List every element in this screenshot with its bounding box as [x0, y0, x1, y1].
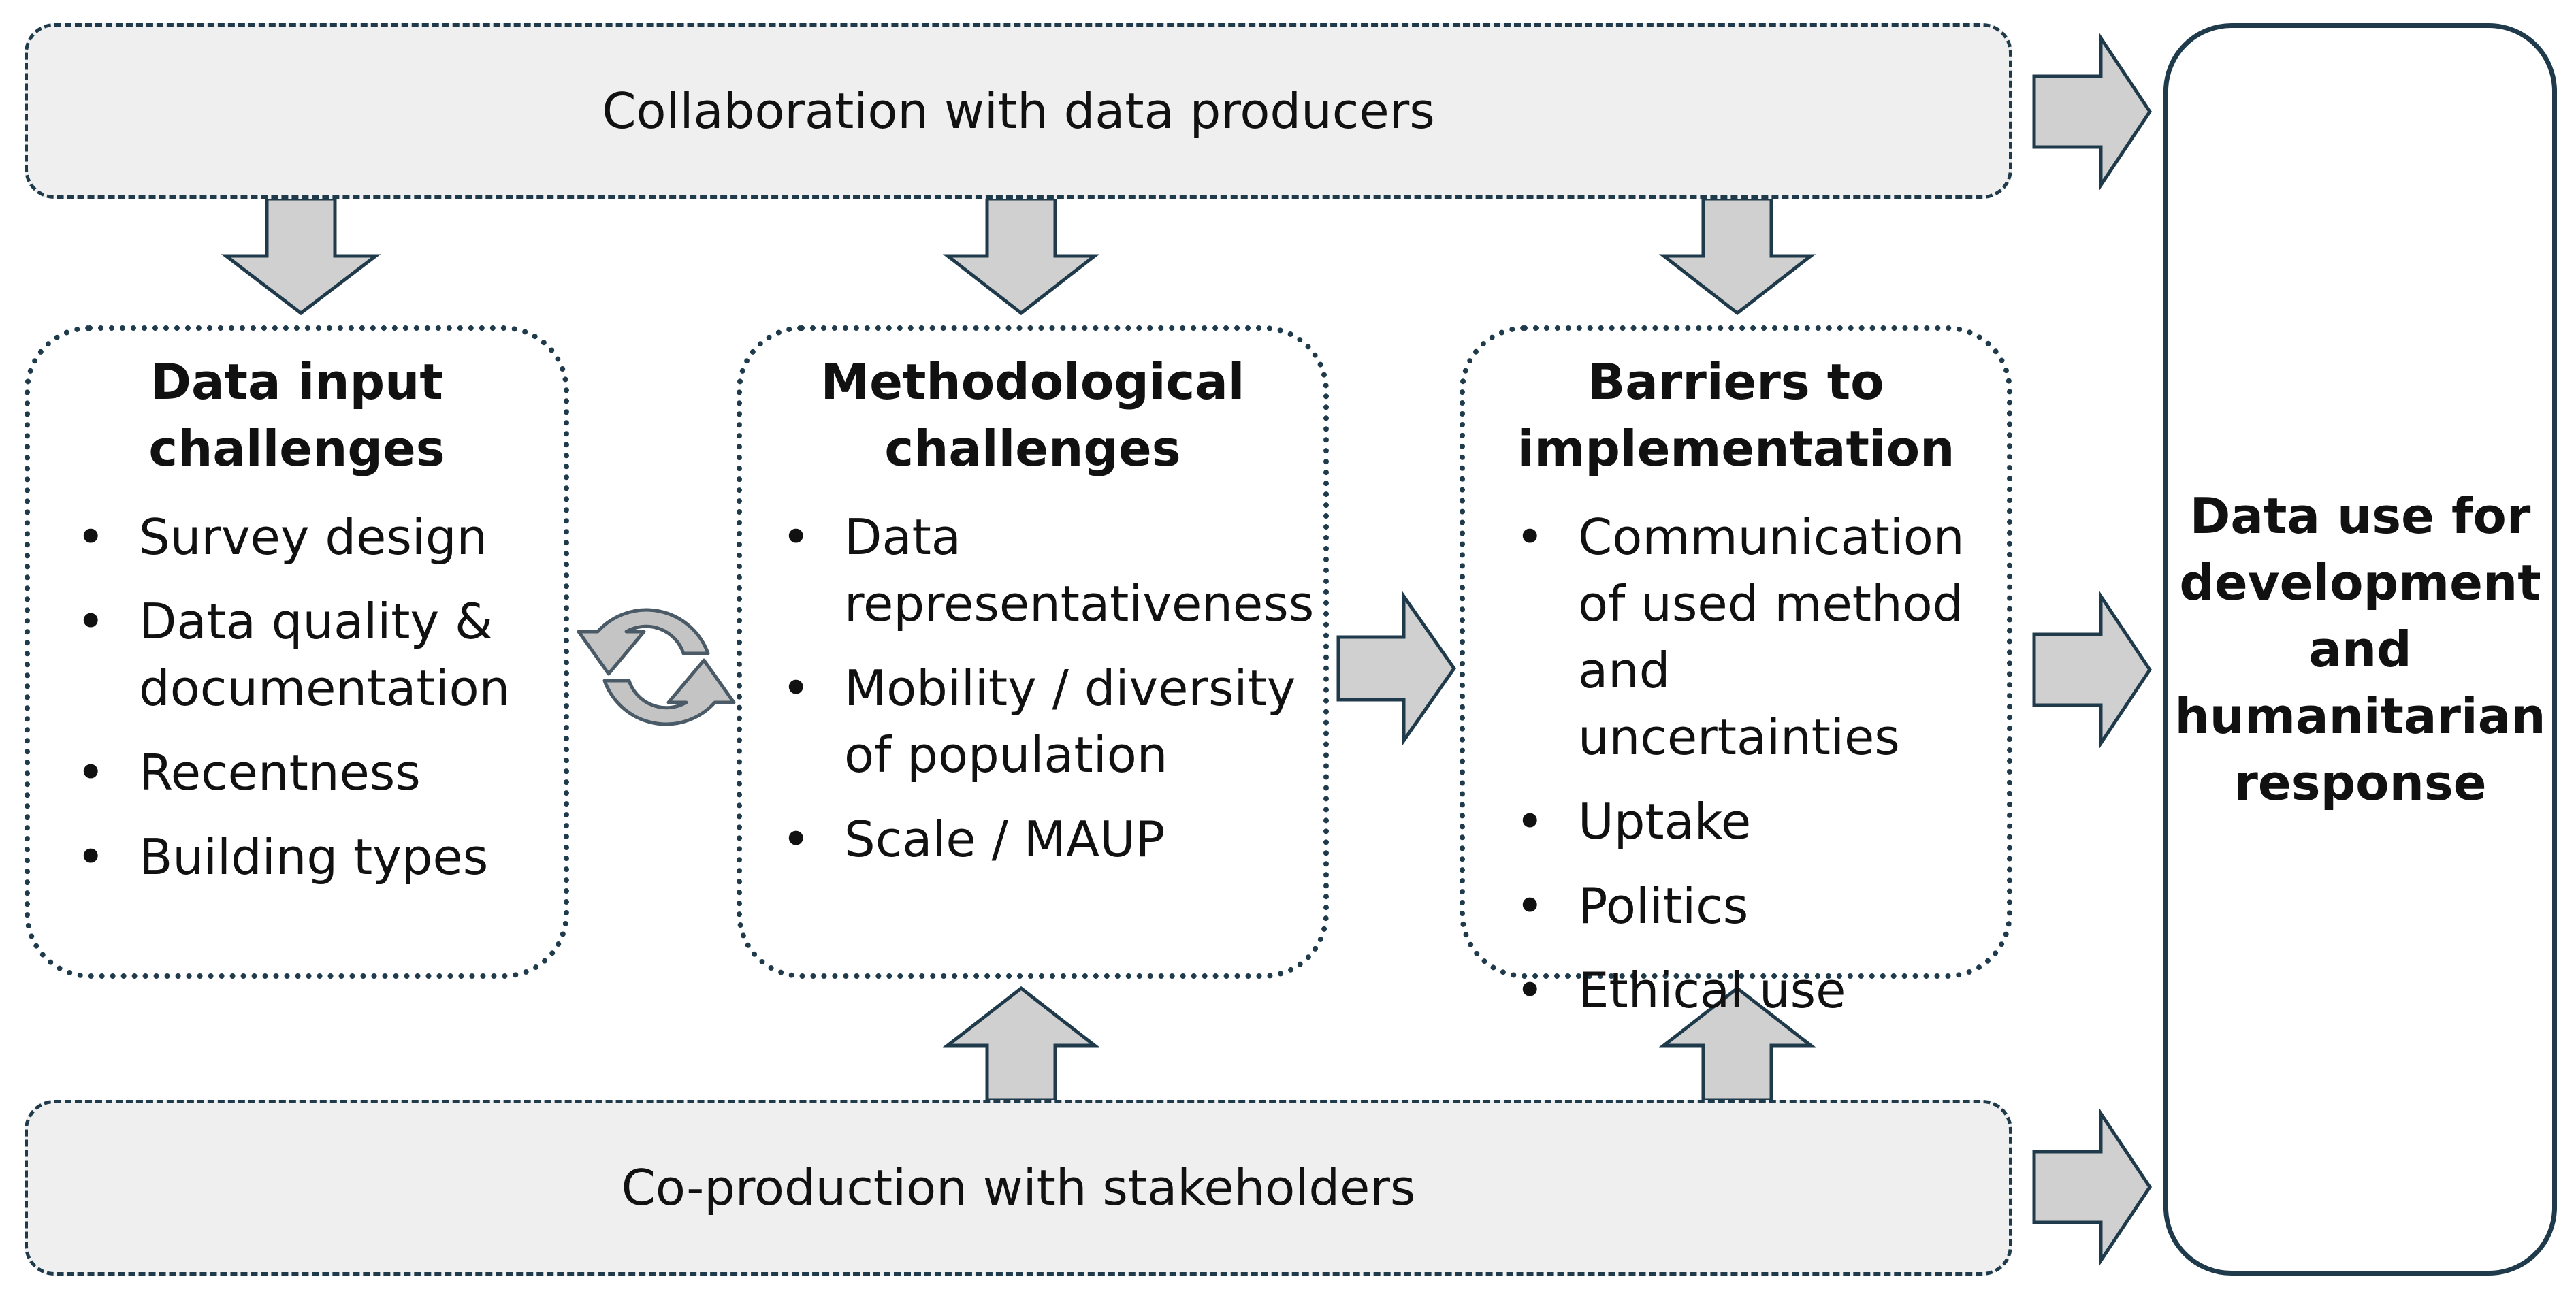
list-item: Recentness: [71, 739, 557, 806]
down-arrow-to-data-input: [221, 197, 381, 316]
collaboration-band-label: Collaboration with data producers: [602, 82, 1435, 140]
list-item: Building types: [71, 824, 557, 890]
barriers-to-implementation-panel: Barriers to implementation Communication…: [1460, 325, 2012, 1024]
down-arrow-to-barriers: [1658, 197, 1816, 316]
panel-title: Data input challenges: [148, 353, 445, 477]
list-item: Ethical use: [1510, 957, 2004, 1024]
list-item: Mobility / diversity of population: [776, 655, 1319, 788]
list-item: Survey design: [71, 504, 557, 570]
list-item: Communication of used method and uncerta…: [1510, 504, 2004, 770]
collaboration-band: Collaboration with data producers: [25, 23, 2012, 199]
panel-title: Barriers to implementation: [1517, 353, 1955, 477]
challenge-list: Data representativeness Mobility / diver…: [776, 504, 1319, 890]
coproduction-band: Co-production with stakeholders: [25, 1100, 2012, 1276]
list-item: Data quality & documentation: [71, 588, 557, 721]
panel-title: Methodological challenges: [820, 353, 1245, 477]
coproduction-band-label: Co-production with stakeholders: [621, 1159, 1416, 1216]
data-input-challenges-panel: Data input challenges Survey design Data…: [25, 325, 569, 979]
methodological-challenges-panel: Methodological challenges Data represent…: [737, 325, 1329, 979]
list-item: Politics: [1510, 873, 2004, 939]
down-arrow-to-methodological: [942, 197, 1100, 316]
right-arrow-methodological-to-barriers: [1336, 591, 1457, 746]
right-arrow-bottom-band-to-result: [2032, 1107, 2153, 1267]
cycle-lower-arc: [602, 658, 736, 726]
challenge-list: Communication of used method and uncerta…: [1510, 504, 2004, 1041]
up-arrow-to-methodological: [942, 986, 1100, 1102]
list-item: Uptake: [1510, 788, 2004, 855]
list-item: Scale / MAUP: [776, 806, 1319, 873]
right-arrow-barriers-to-result: [2032, 590, 2153, 749]
refresh-cycle-icon: [577, 608, 736, 726]
cycle-upper-arc: [577, 608, 710, 676]
data-use-result-box: Data use for development and humanitaria…: [2163, 23, 2557, 1276]
right-arrow-top-band-to-result: [2032, 32, 2153, 191]
list-item: Data representativeness: [776, 504, 1319, 637]
data-use-result-label: Data use for development and humanitaria…: [2174, 487, 2546, 811]
challenge-list: Survey design Data quality & documentati…: [71, 504, 557, 908]
